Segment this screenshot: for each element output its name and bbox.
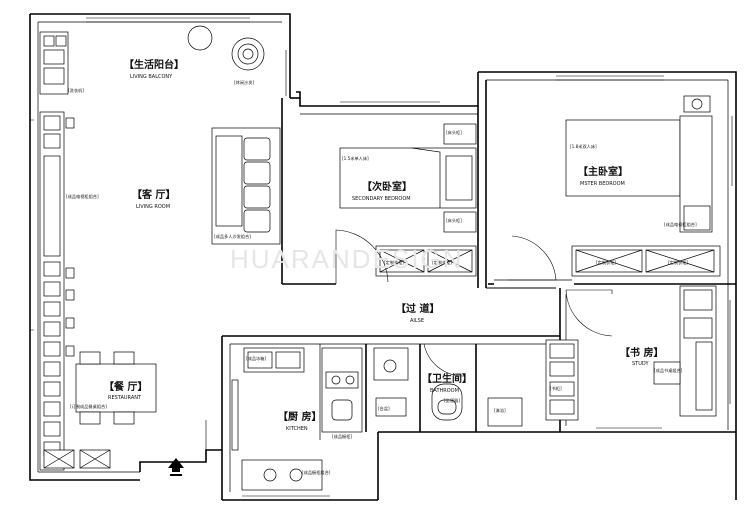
master-bedroom-en: MSTER BEDROOM [580, 181, 625, 187]
single-bed [339, 123, 477, 233]
aisle-label: 【过 道】 [396, 302, 439, 315]
study-en: STUDY [632, 361, 649, 367]
single-bed-label: [1.5米单人床] [342, 155, 369, 162]
fridge-label: [成品冰箱] [246, 355, 266, 362]
bathroom-en: BATHROOM [430, 388, 459, 394]
dining-set [43, 351, 157, 469]
basin-label: [台盆] [378, 405, 390, 412]
study-fixtures [545, 285, 717, 421]
balcony-fixtures [39, 25, 265, 95]
sofa-label: [成品多人沙发组合] [214, 233, 251, 240]
sink-cabinet-label: [成品橱柜] [332, 433, 352, 440]
double-bed-label: [1.8米双人床] [570, 143, 597, 150]
tv-cabinet [39, 111, 75, 471]
master-tv-label: [成品电视柜组合] [664, 221, 697, 228]
bathroom-label: 【卫生间】 [422, 372, 472, 385]
shower-label: [淋浴] [494, 407, 506, 414]
watermark: HUARANDESIGN [230, 244, 463, 274]
secondary-bedroom-en: SECONDARY BEDROOM [352, 196, 411, 202]
toilet-label: [坐便器] [444, 397, 460, 404]
secondary-bedroom-label: 【次卧室】 [362, 180, 412, 193]
washing-machine-label: [洗衣机] [68, 87, 84, 94]
double-bed [565, 95, 713, 233]
wardrobe-2b-label: [定制衣柜] [432, 259, 452, 266]
bedside-label-2: [床头柜] [446, 217, 462, 224]
restaurant-en: RESTAURANT [108, 395, 142, 401]
wardrobe-2a-label: [定制衣柜] [384, 259, 404, 266]
bathroom-fixtures [373, 347, 523, 427]
sofa [211, 127, 281, 245]
master-wardrobe [571, 245, 721, 277]
aisle-en: AILSE [410, 318, 424, 324]
kitchen-label: 【厨 房】 [278, 410, 321, 423]
wardrobe-1a-label: [定制衣柜] [596, 259, 616, 266]
wardrobe-1b-label: [定制衣柜] [668, 259, 688, 266]
doors [205, 229, 613, 460]
dining-set-label: [订制成品餐桌组合] [70, 403, 107, 410]
desk-label: [成品书桌组合] [654, 367, 683, 374]
study-label: 【书 房】 [620, 346, 663, 359]
living-room-label: 【客 厅】 [132, 188, 175, 201]
kitchen-cabinet-label: [成品橱柜组合] [302, 469, 331, 476]
living-balcony-label: 【生活阳台】 [124, 58, 184, 71]
kitchen-en: KITCHEN [286, 426, 308, 432]
living-room-en: LIVING ROOM [136, 204, 170, 210]
tv-cabinet-label: [成品电视柜组合] [66, 193, 99, 200]
entrance-arrow [168, 458, 184, 476]
secondary-wardrobe [375, 245, 477, 277]
master-bedroom-label: 【主卧室】 [578, 165, 628, 178]
bookcase-label: [书柜] [550, 385, 562, 392]
kitchen-fixtures [231, 347, 363, 491]
restaurant-label: 【餐 厅】 [104, 380, 147, 393]
bedside-label-1: [床头柜] [446, 129, 462, 136]
recliner-label: [休闲沙发] [234, 79, 254, 86]
living-balcony-en: LIVING BALCONY [130, 74, 173, 80]
windows [30, 13, 737, 501]
